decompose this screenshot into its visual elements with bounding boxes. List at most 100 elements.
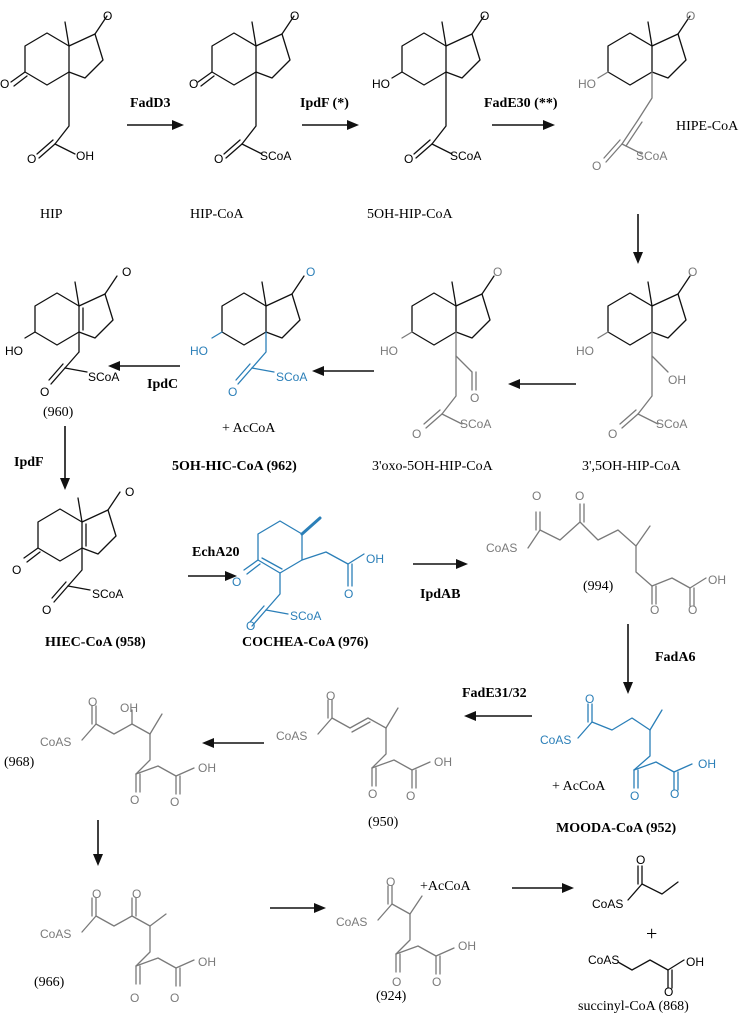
byproduct-acoa: + AcCoA (552, 779, 606, 794)
structure-propionyl-coa (627, 865, 679, 901)
atom-o: O (170, 991, 179, 1005)
atom-o: O (326, 689, 335, 703)
atom-oh: OH (698, 757, 716, 771)
structure-968 (81, 705, 195, 795)
atom-coas: CoAS (276, 729, 307, 743)
atom-scoa: SCoA (290, 609, 321, 623)
structure-succinyl-coa (617, 959, 685, 989)
structure-mooda-coa (577, 703, 693, 791)
atom-o: O (12, 563, 21, 577)
arrow-right-icon (270, 903, 326, 913)
atom-o: O (608, 427, 617, 441)
structure-hipe-coa (597, 15, 691, 163)
arrow-down-icon (93, 820, 103, 866)
atom-o: O (290, 9, 299, 23)
enzyme-label-fade31-32: FadE31/32 (462, 686, 527, 701)
structure-hiec-coa (23, 491, 121, 603)
atom-o: O (103, 9, 112, 23)
atom-coas: CoAS (540, 733, 571, 747)
enzyme-label-ipdc: IpdC (147, 377, 178, 392)
compound-label-960: (960) (43, 405, 74, 420)
arrow-down-icon (623, 624, 633, 694)
compound-label-950: (950) (368, 815, 399, 830)
atom-o: O (480, 9, 489, 23)
structure-994 (527, 503, 707, 607)
structure-3oxo-5oh-hip-coa (401, 275, 495, 429)
arrow-down-icon (633, 214, 643, 264)
atom-o: O (412, 427, 421, 441)
atom-o: O (686, 9, 695, 23)
byproduct-acoa: + AcCoA (222, 421, 276, 436)
atom-o: O (189, 77, 198, 91)
atom-o: O (214, 152, 223, 166)
atom-o: O (122, 265, 131, 279)
atom-o: O (575, 489, 584, 503)
compound-label-hiec-coa: HIEC-CoA (958) (45, 635, 146, 650)
arrow-left-icon (108, 361, 180, 371)
arrow-left-icon (202, 738, 264, 748)
atom-o: O (125, 485, 134, 499)
compound-label-cochea-coa: COCHEA-CoA (976) (242, 635, 369, 650)
atom-coas: CoAS (592, 897, 623, 911)
atom-scoa: SCoA (276, 370, 307, 384)
enzyme-label-fade30: FadE30 (**) (484, 96, 558, 111)
compound-label-994: (994) (583, 579, 614, 594)
atom-oh: OH (668, 373, 686, 387)
arrow-right-icon (188, 571, 237, 581)
plus-sign: + (646, 923, 657, 945)
arrow-right-icon (127, 120, 184, 130)
atom-scoa: SCoA (88, 370, 119, 384)
atom-o: O (470, 391, 479, 405)
atom-o: O (27, 152, 36, 166)
atom-oh: OH (120, 701, 138, 715)
atom-o: O (92, 887, 101, 901)
structure-924 (377, 885, 455, 975)
atom-o: O (630, 789, 639, 803)
atom-o: O (232, 575, 241, 589)
atom-o: O (664, 985, 673, 999)
enzyme-label-echa20: EchA20 (192, 545, 239, 560)
atom-o: O (306, 265, 315, 279)
atom-scoa: SCoA (260, 149, 291, 163)
atom-o: O (636, 853, 645, 867)
compound-label-hipe-coa: HIPE-CoA (676, 119, 739, 134)
compound-label-hip: HIP (40, 207, 63, 222)
atom-o: O (585, 692, 594, 706)
atom-scoa: SCoA (460, 417, 491, 431)
atom-o: O (386, 875, 395, 889)
arrow-left-icon (508, 379, 576, 389)
atom-o: O (404, 152, 413, 166)
structure-3-5oh-hip-coa (597, 275, 691, 429)
compound-label-5oh-hic-coa: 5OH-HIC-CoA (962) (172, 459, 297, 474)
atom-oh: OH (76, 149, 94, 163)
atom-o: O (246, 619, 255, 633)
compound-label-hip-coa: HIP-CoA (190, 207, 245, 222)
compound-label-3-5oh-hip-coa: 3',5OH-HIP-CoA (582, 459, 681, 474)
atom-ho: HO (5, 344, 23, 358)
atom-o: O (132, 887, 141, 901)
atom-oh: OH (686, 955, 704, 969)
atom-ho: HO (190, 344, 208, 358)
enzyme-label-ipdab: IpdAB (420, 587, 460, 602)
atom-o: O (432, 975, 441, 989)
atom-o: O (368, 787, 377, 801)
atom-o: O (130, 793, 139, 807)
structure-cochea-coa (243, 516, 365, 627)
atom-o: O (650, 603, 659, 617)
atom-scoa: SCoA (92, 587, 123, 601)
atom-oh: OH (708, 573, 726, 587)
arrow-right-icon (302, 120, 359, 130)
structure-hip-coa (197, 15, 295, 159)
arrow-down-icon (60, 426, 70, 490)
atom-oh: OH (198, 955, 216, 969)
compound-label-5oh-hip-coa: 5OH-HIP-CoA (367, 207, 453, 222)
structure-960 (24, 275, 118, 385)
compound-label-succinyl-coa: succinyl-CoA (868) (578, 999, 689, 1014)
atom-o: O (688, 265, 697, 279)
compound-label-966: (966) (34, 975, 65, 990)
atom-coas: CoAS (40, 927, 71, 941)
atom-scoa: SCoA (636, 149, 667, 163)
atom-oh: OH (434, 755, 452, 769)
atom-o: O (392, 975, 401, 989)
